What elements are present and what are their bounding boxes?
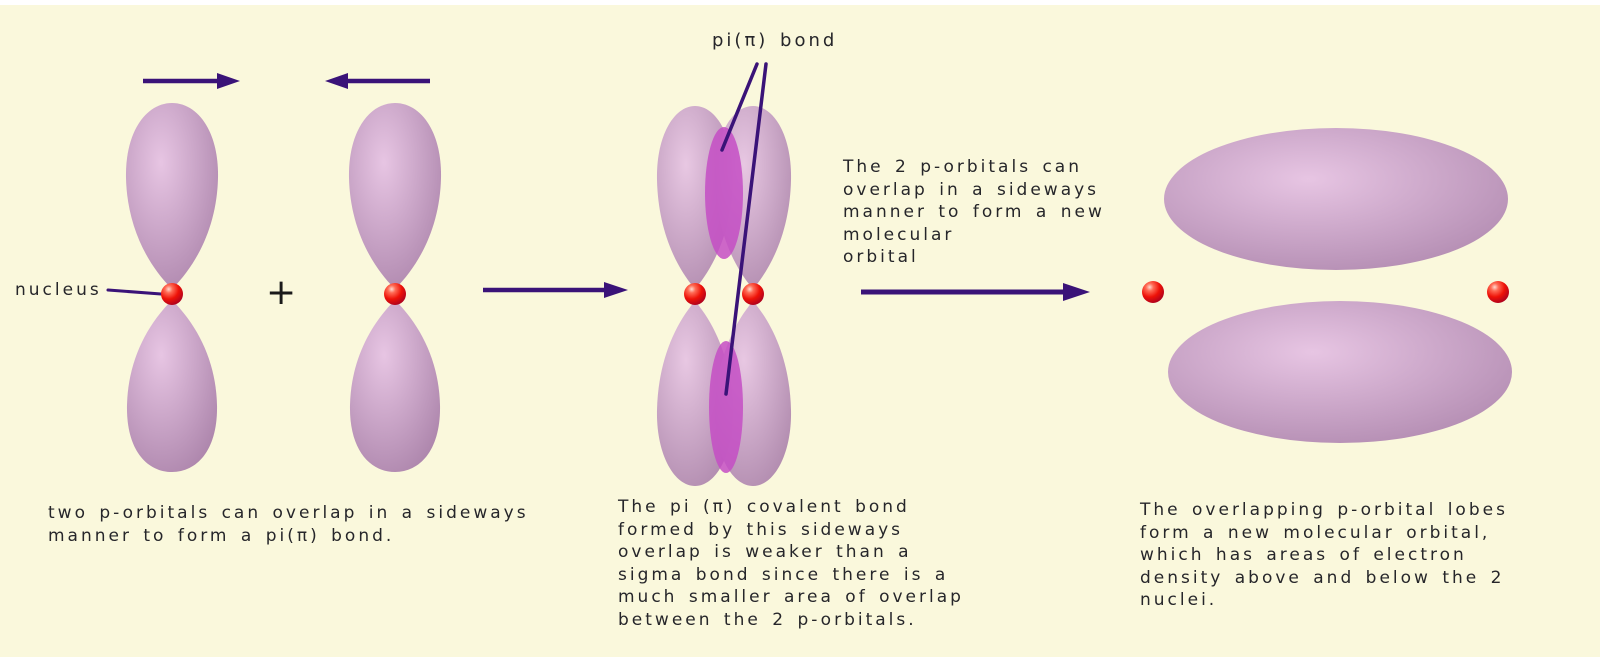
flow-text-line: orbital bbox=[843, 247, 919, 267]
nucleus-dot bbox=[161, 283, 183, 305]
flow-text-line: molecular bbox=[843, 224, 955, 245]
nucleus-dot bbox=[384, 283, 406, 305]
molecular-orbital bbox=[1164, 128, 1512, 443]
pi-bond-pointer-lines bbox=[720, 62, 768, 396]
caption-line: density above and below the 2 bbox=[1140, 567, 1505, 588]
flow-text-line: manner to form a new bbox=[843, 202, 1105, 222]
reaction-arrow-2 bbox=[861, 283, 1090, 301]
nucleus-dot bbox=[1487, 281, 1509, 303]
pi-overlap-region-bottom bbox=[709, 341, 743, 473]
caption-line: overlap is weaker than a bbox=[618, 542, 912, 562]
caption-line: which has areas of electron bbox=[1140, 545, 1467, 565]
caption-line: manner to form a pi(π) bond. bbox=[48, 526, 395, 546]
image-border bbox=[0, 0, 1600, 5]
pi-overlap-region-top bbox=[705, 127, 743, 259]
nucleus-dots bbox=[161, 281, 1509, 305]
approach-arrow-right bbox=[143, 73, 240, 89]
overlapping-p-orbitals bbox=[656, 106, 792, 486]
caption-right: The overlapping p-orbital lobes form a n… bbox=[1140, 499, 1508, 612]
caption-line: The overlapping p-orbital lobes bbox=[1140, 500, 1508, 520]
reaction-arrow-1 bbox=[483, 282, 628, 298]
caption-line: form a new molecular orbital, bbox=[1140, 522, 1491, 543]
pi-bond-label: pi(π) bond bbox=[712, 30, 838, 51]
plus-sign: + bbox=[266, 272, 297, 313]
caption-line: nuclei. bbox=[1140, 590, 1218, 610]
caption-middle: The pi (π) covalent bond formed by this … bbox=[618, 496, 964, 631]
nucleus-dot bbox=[1142, 281, 1164, 303]
caption-line: formed by this sideways bbox=[618, 519, 904, 540]
approach-arrow-left bbox=[325, 73, 430, 89]
flow-text-line: overlap in a sideways bbox=[843, 179, 1100, 200]
nucleus-leader-line bbox=[106, 288, 163, 296]
nucleus-label: nucleus bbox=[15, 280, 102, 300]
caption-line: sigma bond since there is a bbox=[618, 564, 949, 585]
caption-line: The pi (π) covalent bond bbox=[618, 497, 910, 517]
flow-text: The 2 p-orbitals can overlap in a sidewa… bbox=[843, 156, 1105, 269]
caption-left: two p-orbitals can overlap in a sideways… bbox=[48, 502, 529, 548]
nucleus-dot bbox=[742, 283, 764, 305]
caption-line: between the 2 p-orbitals. bbox=[618, 609, 917, 630]
nucleus-dot bbox=[684, 283, 706, 305]
caption-line: much smaller area of overlap bbox=[618, 587, 964, 607]
flow-text-line: The 2 p-orbitals can bbox=[843, 157, 1082, 177]
caption-line: two p-orbitals can overlap in a sideways bbox=[48, 503, 529, 523]
